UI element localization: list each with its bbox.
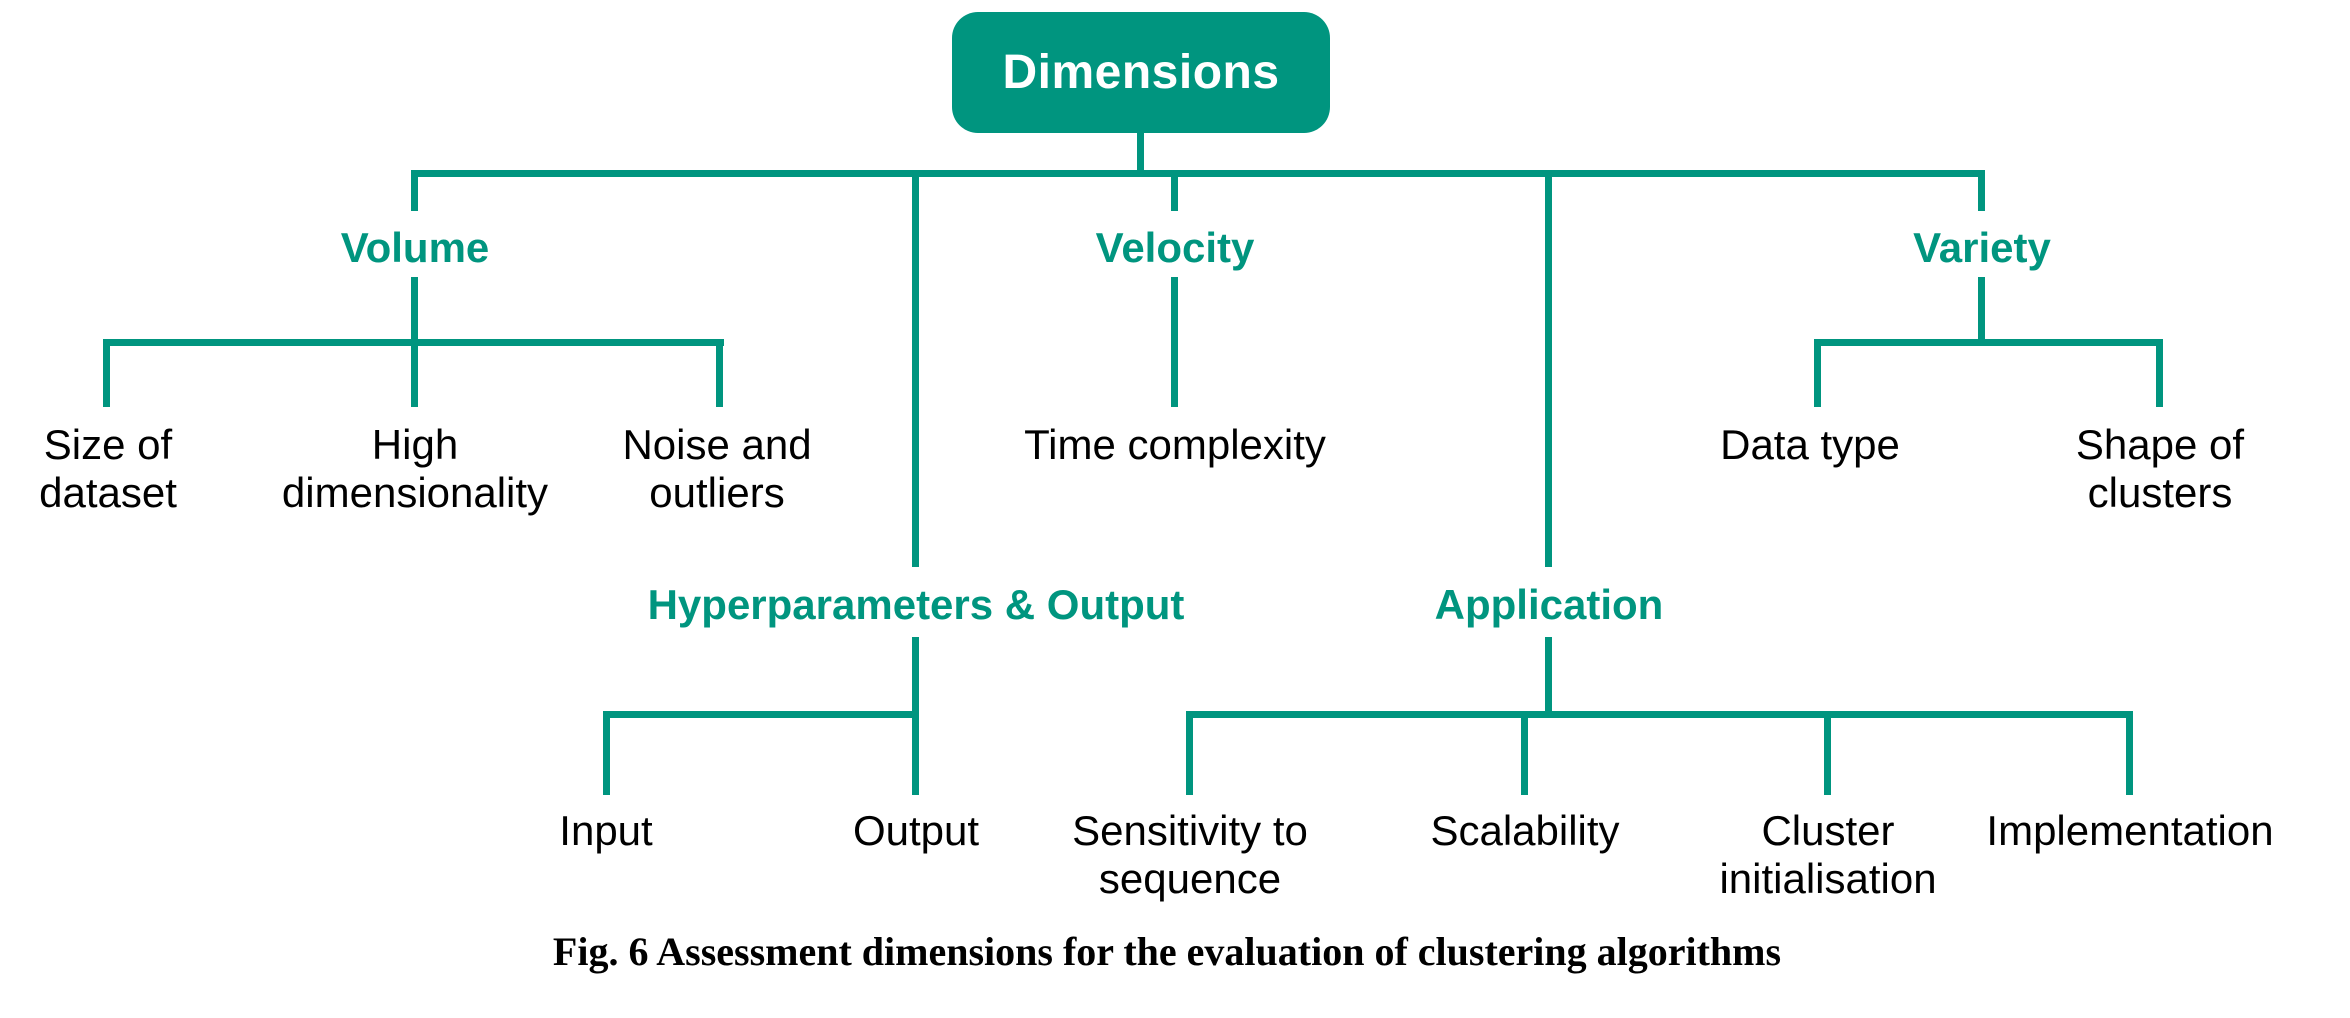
root-stub-line bbox=[1137, 133, 1144, 177]
root-node-dimensions: Dimensions bbox=[952, 12, 1330, 133]
application-leaf-stub-2 bbox=[1521, 711, 1528, 795]
velocity-top-stub-line bbox=[1171, 170, 1178, 211]
category-label-application: Application bbox=[1434, 581, 1664, 628]
leaf-time-complexity: Time complexity bbox=[1024, 421, 1326, 468]
leaf-noise-and-outliers: Noise and outliers bbox=[622, 421, 812, 516]
category-label-velocity: Velocity bbox=[1095, 224, 1255, 271]
variety-leaf-stub-1 bbox=[1814, 339, 1821, 407]
leaf-input: Input bbox=[559, 807, 653, 854]
leaf-output: Output bbox=[852, 807, 980, 854]
category-label-volume: Volume bbox=[340, 224, 490, 271]
leaf-sensitivity-to-sequence: Sensitivity to sequence bbox=[1072, 807, 1308, 902]
variety-top-stub-line bbox=[1978, 170, 1985, 211]
application-leaf-stub-1 bbox=[1186, 711, 1193, 795]
leaf-size-of-dataset: Size of dataset bbox=[39, 421, 177, 516]
volume-leaf-stub-2 bbox=[411, 339, 418, 407]
variety-mid-vertical-line bbox=[1978, 277, 1985, 346]
leaf-scalability: Scalability bbox=[1430, 807, 1620, 854]
leaf-cluster-initialisation: Cluster initialisation bbox=[1719, 807, 1937, 902]
hyperparameters-long-vertical-line bbox=[912, 170, 919, 567]
application-long-vertical-line bbox=[1545, 170, 1552, 567]
volume-leaf-stub-3 bbox=[716, 339, 723, 407]
volume-top-stub-line bbox=[411, 170, 418, 211]
leaf-data-type: Data type bbox=[1720, 421, 1900, 468]
velocity-mid-vertical-line bbox=[1171, 277, 1178, 407]
hyperparameters-leaf-stub-2 bbox=[912, 711, 919, 795]
application-leaf-stub-4 bbox=[2126, 711, 2133, 795]
hyperparameters-connector-line bbox=[603, 711, 919, 718]
hyperparameters-leaf-stub-1 bbox=[603, 711, 610, 795]
variety-leaf-stub-2 bbox=[2156, 339, 2163, 407]
category-label-variety: Variety bbox=[1913, 224, 2051, 271]
main-rail-line bbox=[411, 170, 1985, 177]
application-connector-line bbox=[1186, 711, 2133, 718]
leaf-shape-of-clusters: Shape of clusters bbox=[2075, 421, 2245, 516]
leaf-implementation: Implementation bbox=[1986, 807, 2274, 854]
figure-caption: Fig. 6 Assessment dimensions for the eva… bbox=[552, 929, 1782, 974]
volume-mid-vertical-line bbox=[411, 277, 418, 346]
leaf-high-dimensionality: High dimensionality bbox=[281, 421, 549, 516]
hyperparameters-mid-vertical-line bbox=[912, 637, 919, 718]
root-node-label: Dimensions bbox=[1002, 46, 1280, 99]
volume-leaf-stub-1 bbox=[103, 339, 110, 407]
variety-connector-line bbox=[1814, 339, 2163, 346]
category-label-hyperparameters-output: Hyperparameters & Output bbox=[647, 581, 1185, 628]
application-mid-vertical-line bbox=[1545, 637, 1552, 718]
application-leaf-stub-3 bbox=[1824, 711, 1831, 795]
